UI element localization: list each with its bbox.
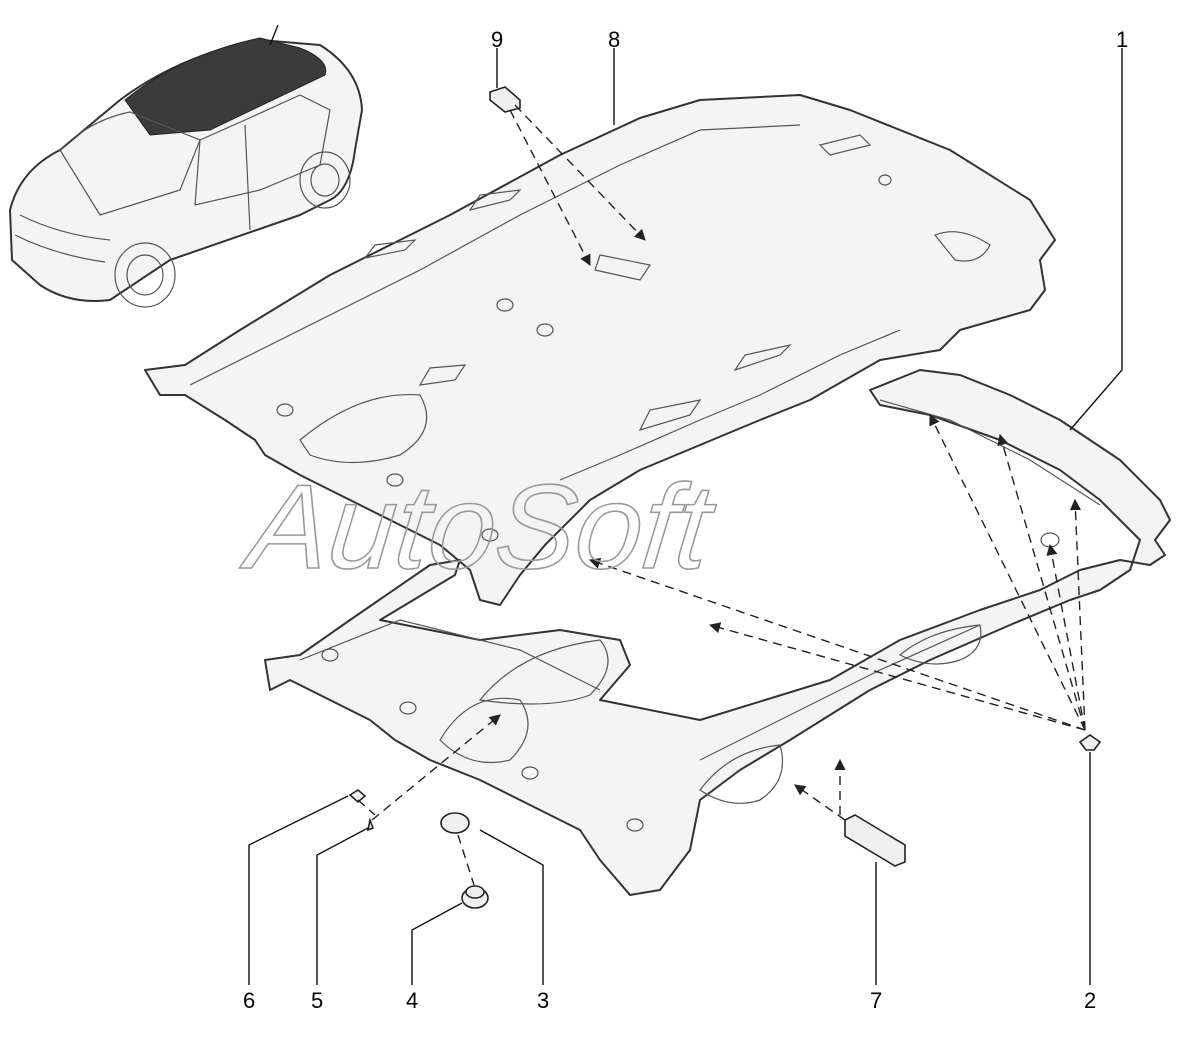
callout-8: 8 — [608, 27, 620, 52]
part-5-screw — [366, 817, 375, 832]
callout-2: 2 — [1084, 988, 1096, 1013]
part-3-cap — [440, 812, 470, 834]
assembly-line-6 — [357, 799, 376, 816]
callout-3: 3 — [537, 988, 549, 1013]
part-6-nut — [348, 789, 367, 804]
car-roof-highlight — [124, 37, 327, 136]
assembly-lines — [357, 104, 1086, 886]
assembly-line-2f — [588, 557, 1086, 731]
assembly-line-7a — [794, 784, 846, 821]
leader-lines — [248, 48, 1123, 985]
assembly-line-2a — [929, 413, 1086, 731]
callout-9: 9 — [491, 27, 503, 52]
callout-4: 4 — [406, 988, 418, 1013]
callout-1: 1 — [1116, 27, 1128, 52]
assembly-line-2c — [1069, 498, 1086, 731]
assembly-line-2b — [997, 433, 1086, 731]
part-4-clip-top — [465, 885, 485, 899]
callout-6: 6 — [243, 988, 255, 1013]
headliner-lower — [264, 369, 1171, 896]
headliner-upper — [144, 94, 1056, 606]
part-9-pad — [489, 86, 521, 113]
callout-labels: 1 2 3 4 5 6 7 8 9 — [243, 27, 1128, 1013]
assembly-line-2d — [1046, 543, 1086, 731]
callout-7: 7 — [870, 988, 882, 1013]
small-parts — [348, 86, 1102, 909]
car-locator-illustration — [9, 24, 363, 308]
assembly-line-5 — [371, 714, 501, 821]
part-2-clip — [1078, 734, 1102, 751]
watermark-text: AutoSoft — [237, 460, 722, 594]
assembly-line-2e — [708, 622, 1086, 731]
assembly-line-9b — [514, 104, 646, 241]
callout-5: 5 — [311, 988, 323, 1013]
part-7-pad — [844, 814, 906, 867]
assembly-line-3-4 — [457, 834, 475, 886]
